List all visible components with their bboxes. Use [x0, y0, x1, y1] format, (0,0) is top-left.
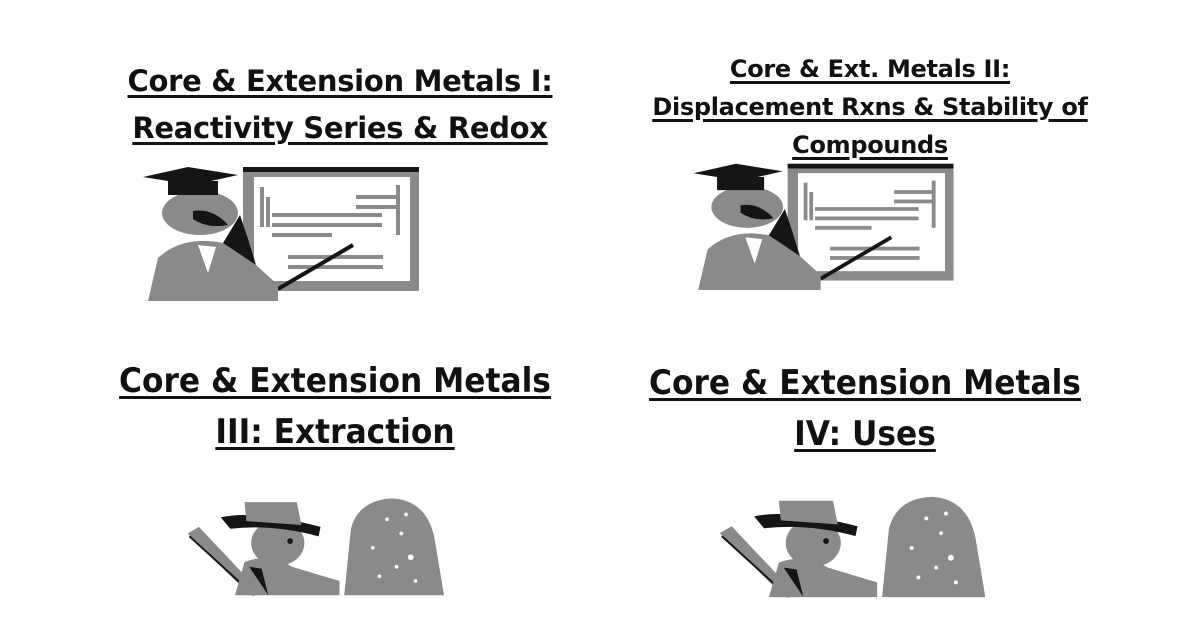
title-4-line-1: Core & Extension Metals — [649, 363, 1081, 403]
title-2-line-2: Displacement Rxns & Stability of — [652, 93, 1088, 121]
professor-at-periodic-table-icon — [138, 163, 423, 301]
title-2-line-3: Compounds — [792, 131, 948, 159]
miner-with-ore-rock-icon — [710, 488, 1005, 598]
section-title-2[interactable]: Core & Ext. Metals II: Displacement Rxns… — [600, 50, 1140, 164]
section-title-1[interactable]: Core & Extension Metals I: Reactivity Se… — [70, 58, 610, 152]
title-4-line-2: IV: Uses — [794, 414, 936, 454]
section-title-4[interactable]: Core & Extension Metals IV: Uses — [612, 358, 1118, 460]
title-3-line-2: III: Extraction — [215, 412, 455, 452]
title-3-line-1: Core & Extension Metals — [119, 361, 551, 401]
title-1-line-2: Reactivity Series & Redox — [132, 111, 548, 145]
professor-at-periodic-table-icon — [688, 160, 958, 290]
title-2-line-1: Core & Ext. Metals II: — [729, 55, 1011, 83]
section-title-3[interactable]: Core & Extension Metals III: Extraction — [82, 356, 588, 458]
title-1-line-1: Core & Extension Metals I: — [127, 64, 553, 98]
miner-with-ore-rock-icon — [178, 488, 463, 598]
